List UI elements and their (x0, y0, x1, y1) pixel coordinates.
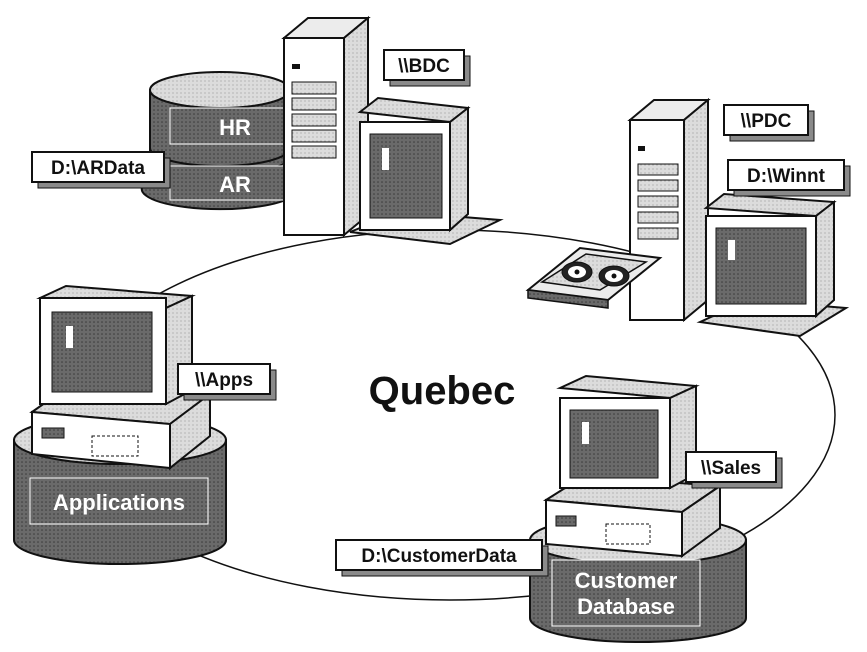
bdc-monitor-icon (349, 96, 504, 246)
apps-label-text: \\Apps (195, 370, 253, 391)
sales-monitor-icon (556, 374, 700, 490)
apps-server-label: \\Apps (177, 363, 277, 401)
disk-label-ar: AR (219, 172, 251, 197)
pdc-server-icon (627, 97, 711, 323)
applications-disk-label: Applications (53, 490, 185, 515)
pdc-monitor-icon (696, 192, 850, 338)
customer-database-label-line2: Database (577, 594, 675, 619)
customer-database-label-line1: Customer (575, 568, 678, 593)
ardata-path-label: D:\ARData (31, 151, 171, 189)
domain-label: Quebec (369, 369, 516, 413)
bdc-label-text: \\BDC (398, 56, 450, 77)
bdc-server-label: \\BDC (383, 49, 471, 87)
apps-monitor-icon (36, 284, 196, 406)
ardata-label-text: D:\ARData (51, 158, 145, 179)
pdc-server-label: \\PDC (723, 104, 815, 142)
disk-label-hr: HR (219, 115, 251, 140)
bdc-disk-cylinder: HR AR (140, 71, 291, 211)
tape-drive-icon (525, 246, 663, 309)
sales-server-label: \\Sales (685, 451, 783, 489)
sales-label-text: \\Sales (701, 458, 761, 479)
winnt-label-text: D:\Winnt (747, 166, 826, 187)
customerdata-label-text: D:\CustomerData (361, 546, 517, 567)
pdc-label-text: \\PDC (741, 111, 792, 132)
customerdata-path-label: D:\CustomerData (335, 539, 549, 577)
bdc-server-icon (281, 15, 371, 238)
winnt-path-label: D:\Winnt (727, 159, 851, 197)
